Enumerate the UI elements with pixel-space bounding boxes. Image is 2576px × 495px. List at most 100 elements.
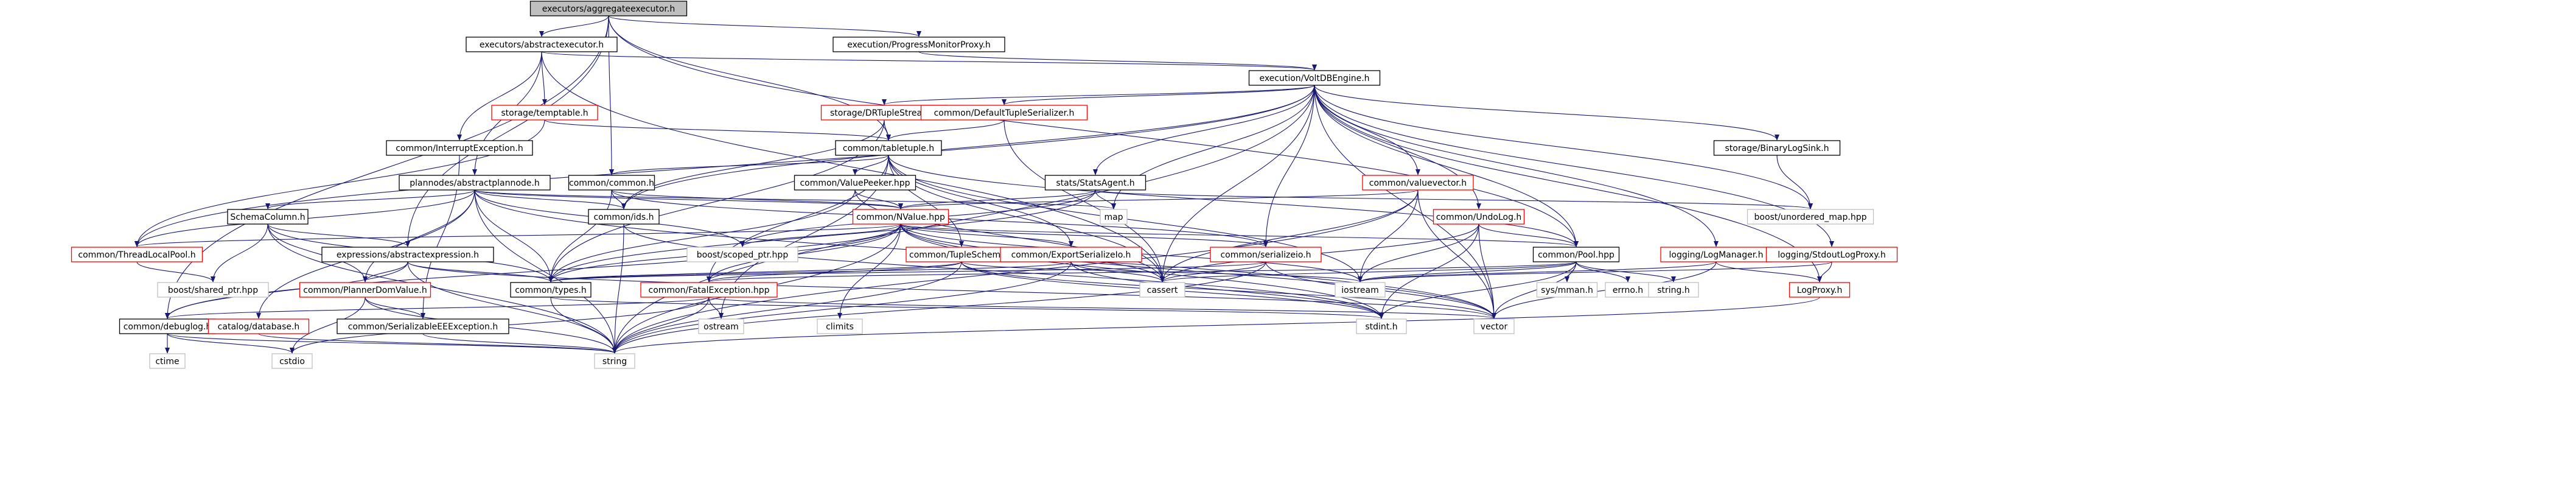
- node-sharedptr: boost/shared_ptr.hpp: [157, 282, 269, 298]
- node-plannode[interactable]: plannodes/abstractplannode.h: [399, 175, 551, 191]
- node-defser[interactable]: common/DefaultTupleSerializer.h: [920, 105, 1088, 121]
- node-root[interactable]: executors/aggregateexecutor.h: [529, 1, 688, 16]
- node-scoped: boost/scoped_ptr.hpp: [686, 247, 798, 262]
- node-catalogdb[interactable]: catalog/database.h: [208, 318, 310, 334]
- edge-tupleschema-to-fatal: [707, 261, 962, 283]
- node-label: executors/aggregateexecutor.h: [542, 4, 675, 14]
- node-serializeio[interactable]: common/serializeio.h: [1210, 247, 1322, 262]
- node-logproxy[interactable]: LogProxy.h: [1789, 282, 1851, 298]
- node-box: [157, 282, 269, 298]
- node-temptable[interactable]: storage/temptable.h: [491, 105, 598, 121]
- node-ids[interactable]: common/ids.h: [588, 209, 660, 225]
- node-schemacol[interactable]: SchemaColumn.h: [227, 209, 309, 225]
- node-plannerdom[interactable]: common/PlannerDomValue.h: [299, 282, 431, 298]
- node-label: common/FatalException.hpp: [649, 286, 770, 295]
- node-string: string: [594, 353, 635, 369]
- node-label: SchemaColumn.h: [230, 212, 305, 222]
- node-stats[interactable]: stats/StatsAgent.h: [1044, 175, 1147, 191]
- edge-voltdb-to-valvec: [1314, 85, 1420, 175]
- node-box: [1356, 318, 1407, 334]
- node-cassert: cassert: [1139, 282, 1185, 298]
- node-debuglog[interactable]: common/debuglog.h: [119, 318, 216, 334]
- edge-dr-to-ids: [621, 119, 885, 209]
- edge-tabletuple-to-tupleschema: [888, 155, 964, 247]
- node-box: [832, 37, 1005, 52]
- node-label: plannodes/abstractplannode.h: [410, 178, 539, 188]
- node-unordmap: boost/unordered_map.hpp: [1747, 209, 1874, 225]
- edge-plannode-to-ids: [474, 189, 626, 209]
- node-fatal[interactable]: common/FatalException.hpp: [640, 282, 778, 298]
- node-progmon[interactable]: execution/ProgressMonitorProxy.h: [832, 37, 1005, 52]
- edge-defser-to-tabletuple: [886, 119, 1005, 141]
- node-pool[interactable]: common/Pool.hpp: [1532, 247, 1620, 262]
- node-binlog[interactable]: storage/BinaryLogSink.h: [1713, 140, 1841, 156]
- node-valvec[interactable]: common/valuevector.h: [1362, 175, 1474, 191]
- node-box: [149, 353, 186, 369]
- edge-fatal-to-string: [612, 297, 710, 354]
- node-tupleschema[interactable]: common/TupleSchema.h: [906, 247, 1017, 262]
- node-types[interactable]: common/types.h: [510, 282, 592, 298]
- edge-pool-to-fatal: [707, 261, 1577, 283]
- node-serexc[interactable]: common/SerializableEEException.h: [337, 318, 509, 334]
- node-threadlocal[interactable]: common/ThreadLocalPool.h: [71, 247, 203, 262]
- edge-absexpr-to-debuglog: [165, 261, 408, 319]
- node-label: boost/unordered_map.hpp: [1754, 212, 1867, 222]
- edge-absexpr-to-string: [407, 261, 617, 354]
- node-box: [321, 247, 494, 262]
- node-stdoutlog[interactable]: logging/StdoutLogProxy.h: [1765, 247, 1898, 262]
- node-label: common/SerializableEEException.h: [348, 322, 498, 332]
- node-commonh[interactable]: common/common.h: [568, 175, 655, 191]
- node-peeker[interactable]: common/ValuePeeker.hpp: [794, 175, 916, 191]
- node-voltdb[interactable]: execution/VoltDBEngine.h: [1248, 70, 1381, 86]
- node-logmgr[interactable]: logging/LogManager.h: [1660, 247, 1772, 262]
- node-box: [271, 353, 313, 369]
- edge-types-to-string: [550, 297, 617, 354]
- edge-valvec-to-nvalue: [898, 189, 1419, 209]
- edge-voltdb-to-stats: [1093, 85, 1315, 175]
- edge-schemacol-to-absexpr: [267, 223, 410, 247]
- node-interrupt[interactable]: common/InterruptException.h: [386, 140, 533, 156]
- node-box: [119, 318, 216, 334]
- edge-absexec-to-voltdb: [541, 51, 1317, 71]
- node-label: common/InterruptException.h: [396, 144, 523, 153]
- node-absexpr[interactable]: expressions/abstractexpression.h: [321, 247, 494, 262]
- node-box: [1362, 175, 1474, 191]
- node-nvalue[interactable]: common/NValue.hpp: [852, 209, 949, 225]
- node-undolog[interactable]: common/UndoLog.h: [1433, 209, 1525, 225]
- edge-schemacol-to-string: [267, 223, 617, 354]
- node-label: common/PlannerDomValue.h: [303, 286, 427, 295]
- node-box: [1433, 209, 1525, 225]
- dependency-nodes: executors/aggregateexecutor.h executors/a…: [71, 1, 1898, 369]
- node-label: cstdio: [279, 357, 305, 367]
- node-box: [640, 282, 778, 298]
- edge-exportser-to-string: [612, 261, 1072, 354]
- node-box: [1248, 70, 1381, 86]
- node-box: [1532, 247, 1620, 262]
- node-box: [337, 318, 509, 334]
- node-label: LogProxy.h: [1797, 286, 1843, 295]
- node-climits: climits: [817, 318, 863, 334]
- node-label: common/UndoLog.h: [1436, 212, 1522, 222]
- node-box: [852, 209, 949, 225]
- node-absexec[interactable]: executors/abstractexecutor.h: [466, 37, 618, 52]
- edge-voltdb-to-unordmap: [1314, 85, 1813, 209]
- edge-voltdb-to-pool: [1314, 85, 1579, 247]
- edge-fatal-to-ostream: [708, 297, 724, 319]
- node-errno: errno.h: [1605, 282, 1651, 298]
- edge-pool-to-stdint: [1379, 261, 1577, 319]
- edge-fatal-to-vector: [708, 297, 1496, 319]
- node-tabletuple[interactable]: common/tabletuple.h: [835, 140, 942, 156]
- edge-plannode-to-map: [474, 189, 1116, 209]
- node-label: common/types.h: [515, 286, 587, 295]
- edge-stats-to-unordmap: [1095, 189, 1813, 209]
- edge-temptable-to-tabletuple: [544, 119, 891, 141]
- edge-debuglog-to-string: [167, 333, 617, 354]
- edge-peeker-to-types: [548, 189, 856, 283]
- edge-plannode-to-string: [474, 189, 617, 354]
- node-exportser[interactable]: common/ExportSerializeIo.h: [1000, 247, 1142, 262]
- edge-peeker-to-nvalue: [854, 189, 903, 209]
- edge-valvec-to-vector: [1417, 189, 1496, 319]
- edge-tabletuple-to-peeker: [853, 155, 889, 175]
- edge-tupleschema-to-string: [612, 261, 962, 354]
- edge-stdoutlog-to-iostream: [1358, 261, 1832, 283]
